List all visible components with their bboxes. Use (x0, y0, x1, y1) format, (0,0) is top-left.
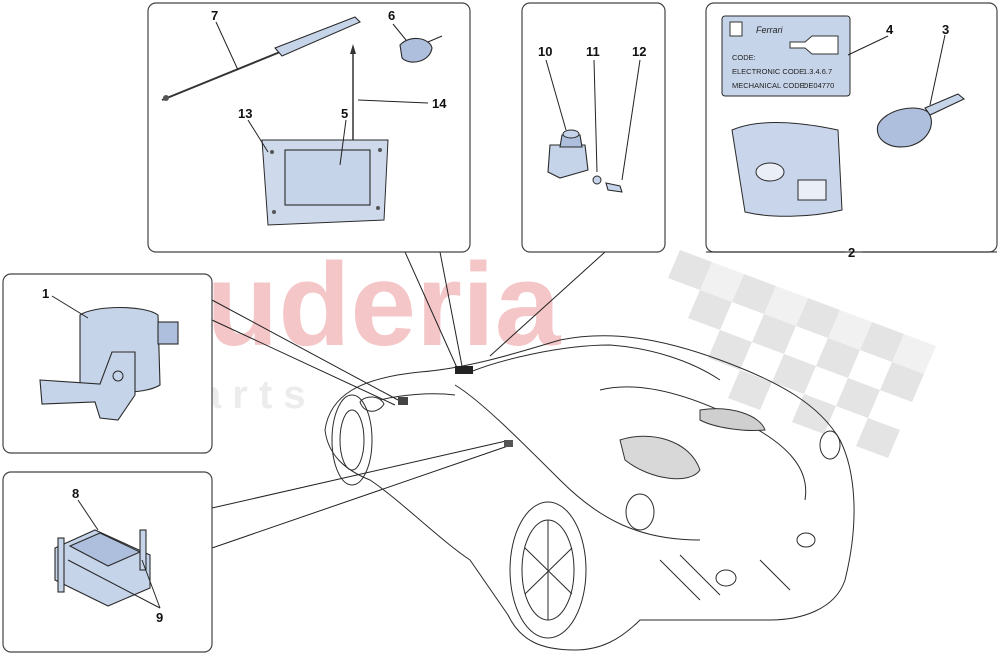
callout-14: 14 (432, 96, 447, 111)
callout-11: 11 (586, 44, 600, 59)
car-part-marker-siren (398, 397, 408, 405)
leader-lines (211, 251, 606, 549)
card-logo-text: Ferrari (756, 25, 783, 35)
remote-key-fob (876, 107, 932, 148)
prancing-horse-logo (729, 21, 743, 37)
checkered-flag-watermark (668, 250, 936, 458)
siren-connector (157, 321, 179, 345)
mounting-bolt-left (57, 537, 65, 593)
lock-cylinder (755, 162, 785, 182)
screw (605, 182, 623, 193)
key-blade (924, 93, 966, 116)
callout-3: 3 (942, 22, 949, 37)
antenna-cable (161, 51, 281, 101)
panel-siren: 1 (2, 273, 213, 454)
callout-13: 13 (238, 106, 252, 121)
card-electronic-value: 1.3.4.6.7 (803, 67, 832, 76)
callout-6: 6 (388, 8, 395, 23)
control-unit (284, 149, 371, 206)
panel-alarm-unit: 7 6 5 13 14 (147, 2, 471, 253)
panel-sensor: 10 11 12 (521, 2, 666, 253)
washer (592, 175, 602, 185)
callout-10: 10 (538, 44, 552, 59)
car-outline (324, 335, 855, 651)
card-electronic-label: ELECTRONIC CODE: (732, 67, 806, 76)
card-mechanical-label: MECHANICAL CODE: (732, 81, 807, 90)
callout-9: 9 (156, 610, 163, 625)
callout-2: 2 (848, 245, 855, 260)
callout-4: 4 (886, 22, 894, 37)
callout-7: 7 (211, 8, 218, 23)
siren-bracket (39, 351, 136, 421)
antenna-module (399, 37, 433, 63)
callout-8: 8 (72, 486, 79, 501)
panel-key-kit: Ferrari CODE: ELECTRONIC CODE: 1.3.4.6.7… (705, 2, 998, 260)
key-silhouette (789, 35, 839, 55)
car-part-marker-sensor (504, 440, 513, 447)
car-part-marker-antenna (455, 366, 473, 374)
panel-inclination-sensor: 8 9 (2, 471, 213, 653)
lock-set-bag (731, 121, 843, 217)
callout-1: 1 (42, 286, 49, 301)
mounting-bolt-right (139, 529, 147, 571)
card-mechanical-value: DE04770 (803, 81, 834, 90)
callout-5: 5 (341, 106, 348, 121)
card-code-label: CODE: (732, 53, 756, 62)
callout-12: 12 (632, 44, 646, 59)
antenna-sleeve (274, 16, 361, 57)
